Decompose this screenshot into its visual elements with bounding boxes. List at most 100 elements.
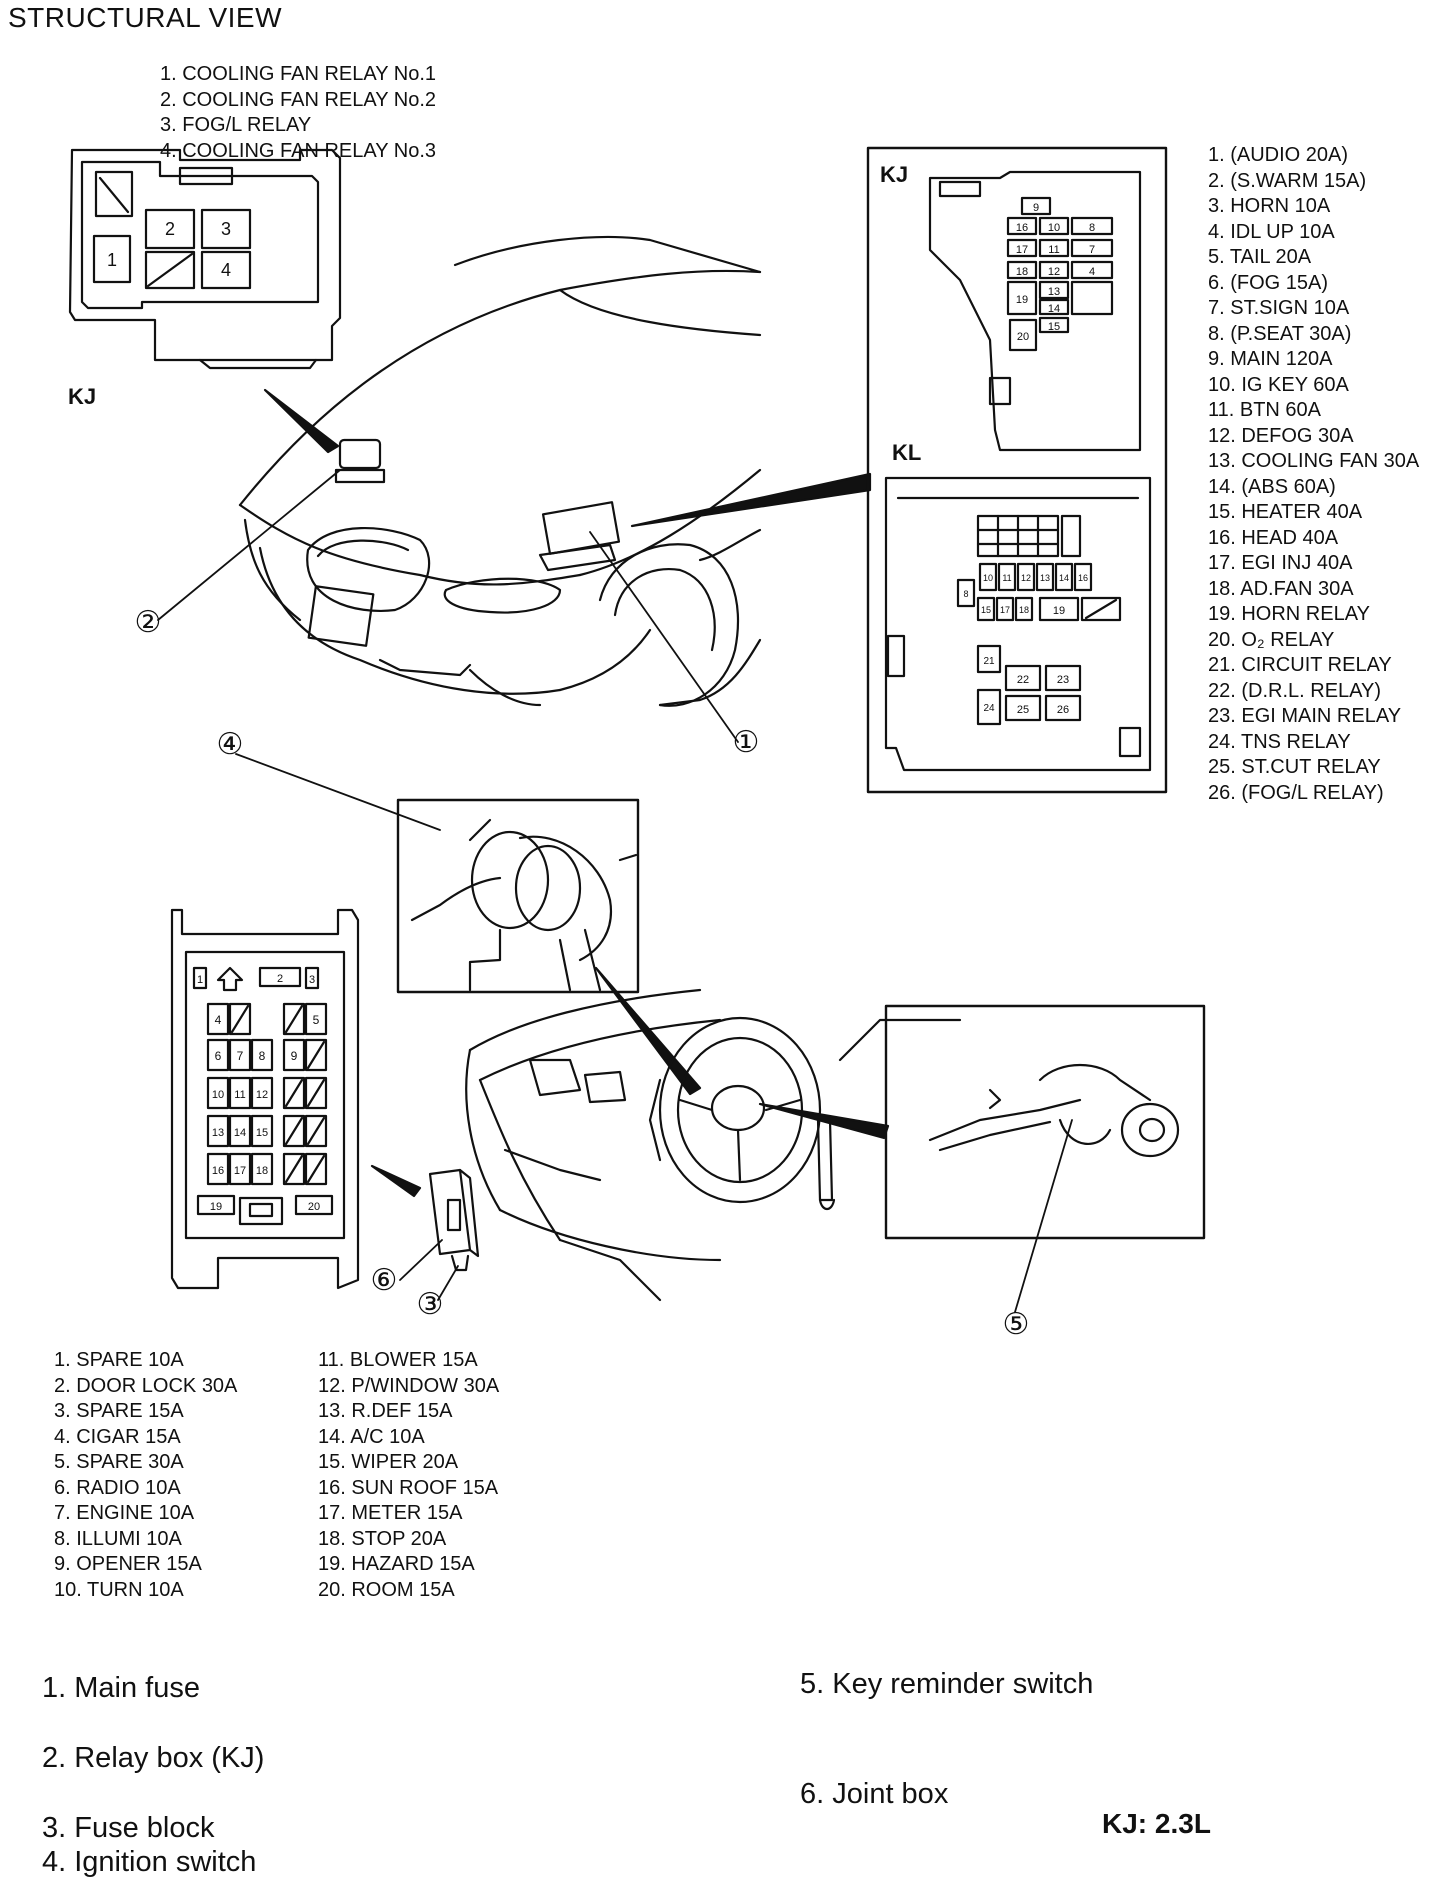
legend-item-ignition-switch: 4. Ignition switch	[42, 1846, 257, 1878]
kl-fuse-label: 18	[1019, 605, 1029, 615]
fuse-block-drawing: 1 2 3 4 5 6 7 8 9 10 11 12 13	[170, 908, 360, 1290]
kl-relay-label: 23	[1057, 674, 1069, 686]
kj-fuse-label: 11	[1048, 244, 1059, 256]
list-item: 26. (FOG/L RELAY)	[1208, 781, 1384, 804]
ignition-switch-drawing	[396, 798, 640, 994]
list-item: 6. (FOG 15A)	[1208, 271, 1329, 294]
list-item: 17. METER 15A	[318, 1502, 463, 1524]
relay-cell-label: 3	[221, 219, 231, 239]
fuse-label: 17	[234, 1165, 246, 1177]
fuse-label: 11	[234, 1089, 245, 1101]
list-item: 23. EGI MAIN RELAY	[1208, 705, 1402, 727]
list-item: 20. O₂ RELAY	[1208, 628, 1335, 651]
kj-fuse-label: 18	[1016, 266, 1028, 278]
main-fuse-list: 1. (AUDIO 20A) 2. (S.WARM 15A) 3. HORN 1…	[1208, 143, 1419, 806]
legend-note: KJ: 2.3L	[1102, 1808, 1211, 1839]
list-item: 17. EGI INJ 40A	[1208, 552, 1353, 574]
list-item: 10. IG KEY 60A	[1208, 373, 1349, 396]
main-fuse-kl-tag: KL	[892, 440, 922, 465]
callout-leader-6	[399, 1239, 443, 1281]
key-reminder-drawing	[884, 1004, 1206, 1240]
list-item: 10. TURN 10A	[54, 1578, 184, 1601]
kj-fuse-label: 15	[1048, 321, 1060, 333]
fuse-label: 4	[215, 1013, 222, 1027]
list-item: 24. TNS RELAY	[1208, 730, 1351, 753]
fuse-block-pointer	[370, 1164, 422, 1198]
list-item: 12. P/WINDOW 30A	[318, 1374, 500, 1397]
kl-relay-label: 25	[1017, 704, 1029, 716]
kj-fuse-label: 17	[1016, 244, 1028, 256]
kl-fuse-label: 10	[983, 573, 993, 583]
page-title: STRUCTURAL VIEW	[8, 2, 283, 33]
list-item: 1. COOLING FAN RELAY No.1	[160, 63, 437, 85]
fuse-label: 7	[237, 1049, 244, 1063]
fuse-label: 15	[256, 1127, 268, 1139]
callout-leader-3	[437, 1265, 459, 1301]
legend-item-main-fuse: 1. Main fuse	[42, 1672, 200, 1704]
car-front-drawing	[238, 235, 762, 707]
list-item: 11. BLOWER 15A	[318, 1349, 478, 1371]
kl-fuse-label: 8	[963, 589, 968, 599]
callout-3: ③	[417, 1288, 444, 1321]
legend-item-key-reminder-switch: 5. Key reminder switch	[800, 1668, 1094, 1700]
kl-fuse-label: 12	[1021, 573, 1031, 583]
list-item: 2. COOLING FAN RELAY No.2	[160, 88, 437, 111]
callout-leader-5	[1014, 1119, 1073, 1313]
list-item: 8. ILLUMI 10A	[54, 1527, 182, 1550]
kl-fuse-label: 15	[981, 605, 991, 615]
list-item: 5. SPARE 30A	[54, 1451, 184, 1473]
list-item: 20. ROOM 15A	[318, 1578, 455, 1601]
list-item: 14. (ABS 60A)	[1208, 475, 1336, 498]
relay-box-tag: KJ	[68, 384, 97, 409]
list-item: 18. STOP 20A	[318, 1527, 447, 1550]
kl-fuse-label: 16	[1078, 573, 1088, 583]
main-fuse-pointer	[630, 472, 872, 528]
list-item: 15. WIPER 20A	[318, 1451, 459, 1473]
main-fuse-drawing: 9 16 10 8 17 11 7 18 12 4 19 13 14 15 20	[866, 146, 1168, 794]
kj-fuse-label: 19	[1016, 294, 1028, 306]
list-item: 18. AD.FAN 30A	[1208, 577, 1354, 600]
fuse-label: 14	[234, 1127, 246, 1139]
list-item: 19. HAZARD 15A	[318, 1553, 475, 1575]
list-item: 6. RADIO 10A	[54, 1476, 181, 1499]
callout-1: ①	[733, 726, 760, 759]
list-item: 15. HEATER 40A	[1208, 501, 1363, 523]
kl-fuse-label: 19	[1053, 605, 1065, 617]
list-item: 2. (S.WARM 15A)	[1208, 169, 1367, 192]
callout-5: ⑤	[1003, 1308, 1030, 1341]
kj-fuse-label: 14	[1048, 303, 1060, 315]
fuse-label: 1	[197, 974, 203, 986]
kl-fuse-label: 17	[1000, 605, 1010, 615]
joint-box-drawing	[428, 1168, 480, 1272]
callout-leader-2	[157, 469, 341, 621]
kl-relay-label: 21	[983, 656, 995, 667]
relay-cell-4	[200, 250, 252, 290]
key-reminder-pointer	[758, 1102, 890, 1140]
kj-fuse-label: 7	[1089, 244, 1095, 256]
kj-fuse-label: 20	[1017, 331, 1029, 343]
kj-fuse-label: 4	[1089, 266, 1095, 278]
fuse-label: 10	[212, 1089, 224, 1101]
kl-fuse-label: 11	[1002, 573, 1011, 583]
kl-fuse-label: 13	[1040, 573, 1050, 583]
list-item: 3. SPARE 15A	[54, 1400, 184, 1422]
list-item: 12. DEFOG 30A	[1208, 424, 1354, 447]
list-item: 7. ENGINE 10A	[54, 1502, 195, 1524]
kj-fuse-label: 16	[1016, 222, 1028, 234]
fuse-label: 5	[313, 1013, 320, 1027]
legend-item-fuse-block: 3. Fuse block	[42, 1812, 215, 1844]
list-item: 3. HORN 10A	[1208, 195, 1331, 217]
kl-relay-label: 26	[1057, 704, 1069, 716]
list-item: 9. OPENER 15A	[54, 1553, 202, 1575]
list-item: 14. A/C 10A	[318, 1425, 425, 1448]
kl-relay-label: 22	[1017, 674, 1029, 686]
relay-box-pointer	[263, 388, 340, 454]
list-item: 5. TAIL 20A	[1208, 246, 1312, 268]
fuse-label: 12	[256, 1089, 268, 1101]
relay-cell-3	[200, 208, 252, 250]
fuse-block-list-col1: 1. SPARE 10A 2. DOOR LOCK 30A 3. SPARE 1…	[54, 1348, 237, 1603]
fuse-label: 2	[277, 973, 283, 985]
list-item: 16. HEAD 40A	[1208, 526, 1339, 549]
kj-fuse-label: 9	[1033, 202, 1039, 214]
